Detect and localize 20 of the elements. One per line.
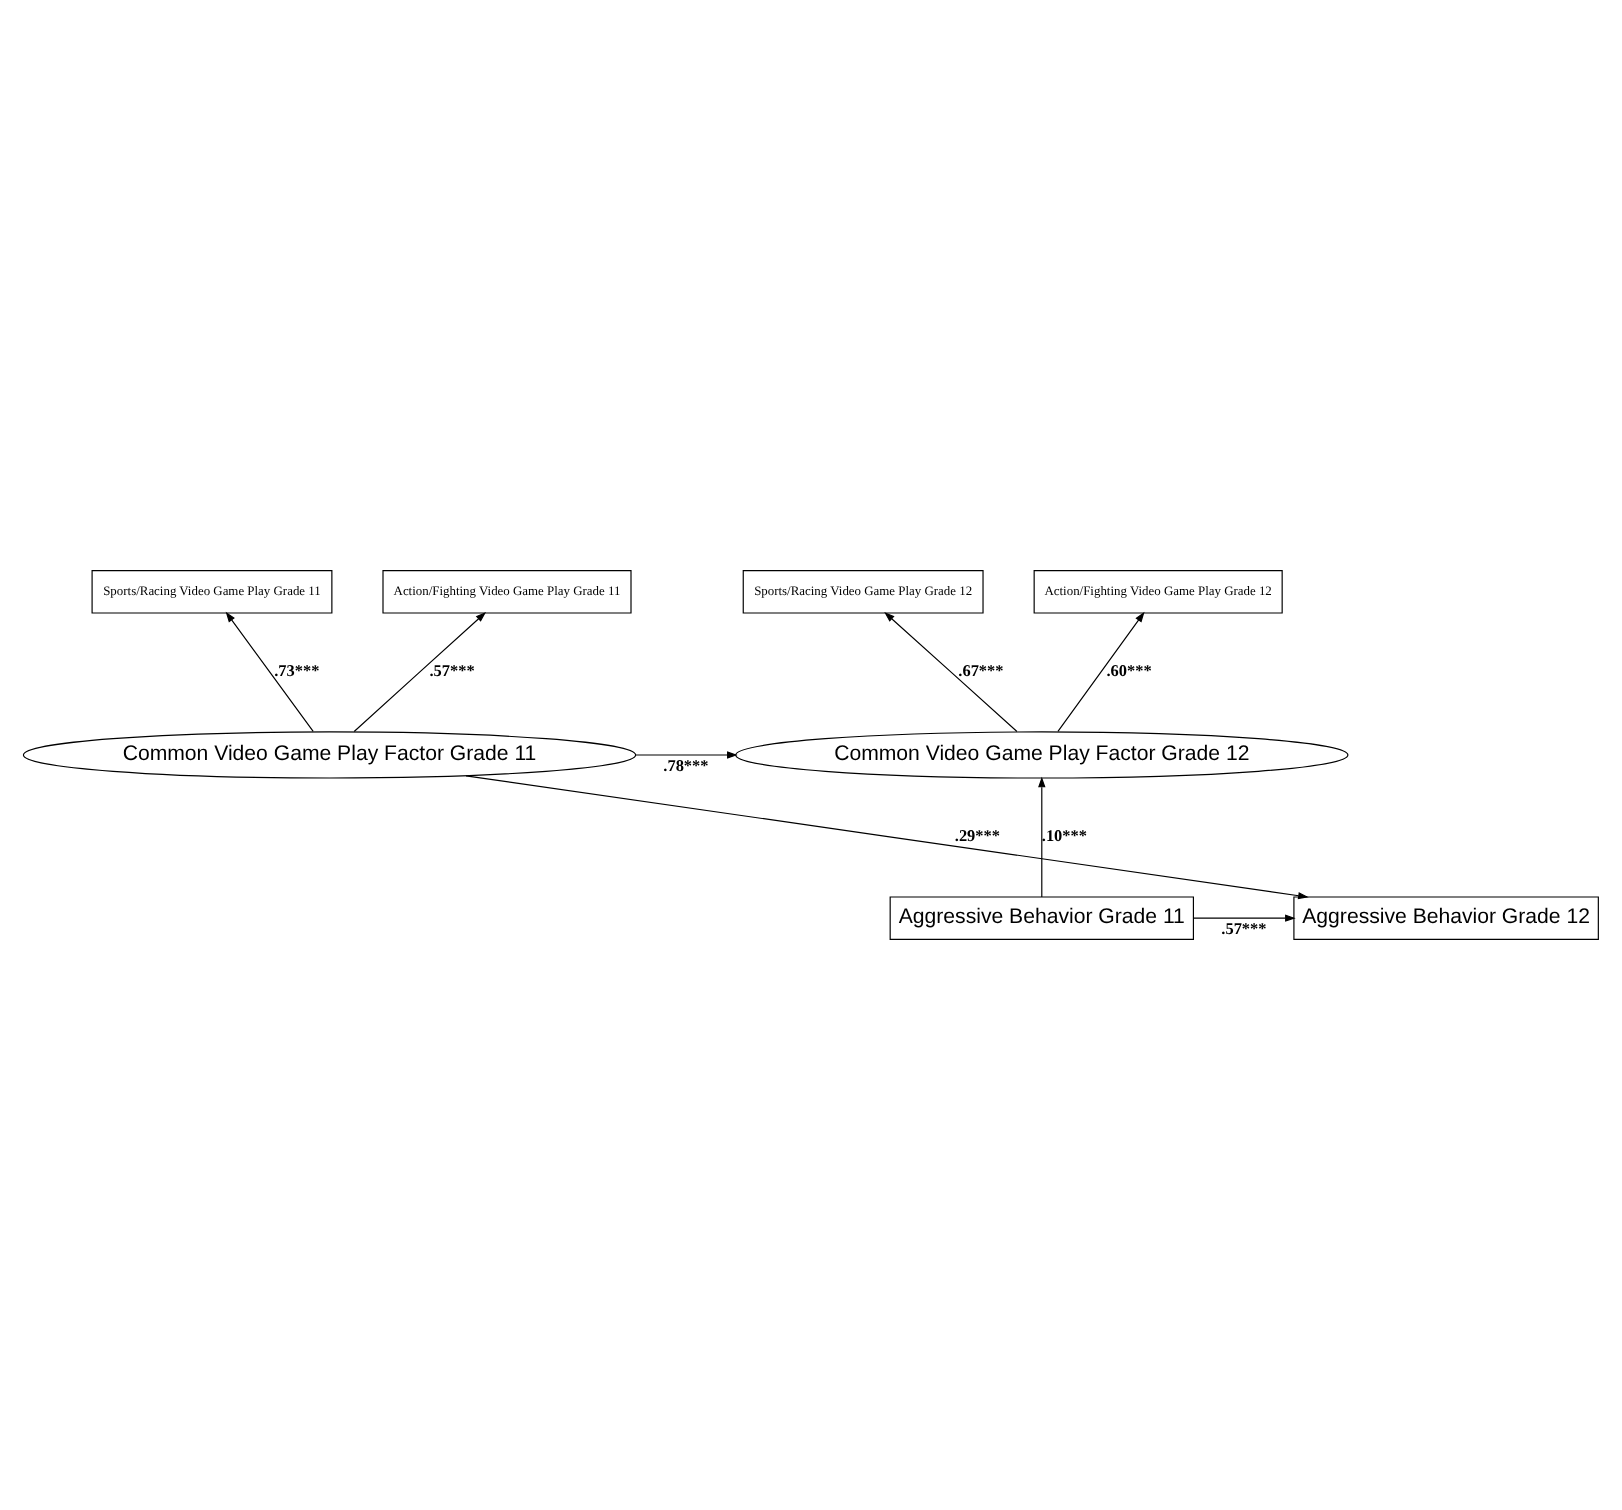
arrow (225, 611, 314, 733)
arrow (1038, 776, 1046, 898)
node-ellipse: Common Video Game Play Factor Grade 12 (735, 731, 1349, 779)
edge-label: .73*** (274, 661, 320, 680)
arrow (884, 612, 1018, 733)
edge-label: .60*** (1106, 661, 1152, 680)
node-box: Aggressive Behavior Grade 12 (1293, 896, 1599, 940)
edge-label: .57*** (1221, 919, 1267, 938)
edge-label: .78*** (663, 756, 709, 775)
edge-label: .67*** (958, 661, 1004, 680)
arrow (465, 775, 1309, 900)
arrow (353, 612, 487, 733)
edge-label: .29*** (954, 826, 1001, 845)
node-box: Aggressive Behavior Grade 11 (889, 896, 1194, 940)
arrow (1192, 914, 1296, 922)
node-ellipse: Common Video Game Play Factor Grade 11 (22, 731, 637, 779)
arrow (1057, 611, 1145, 733)
arrow (635, 751, 738, 759)
edge-label: .57*** (429, 661, 475, 680)
edge-label: .10*** (1041, 826, 1088, 845)
